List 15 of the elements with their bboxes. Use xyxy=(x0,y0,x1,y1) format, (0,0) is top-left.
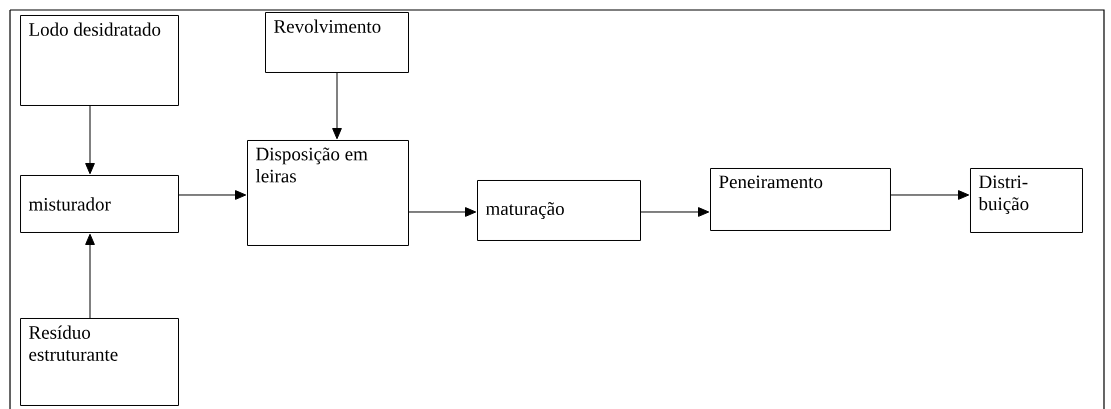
arrow xyxy=(408,207,477,217)
arrow xyxy=(178,190,247,200)
process-box: Lodo desidratado xyxy=(20,15,179,106)
arrow xyxy=(85,233,95,319)
process-box: Distri- buição xyxy=(970,168,1083,233)
arrow xyxy=(890,190,970,200)
arrow xyxy=(85,105,95,175)
process-box: Revolvimento xyxy=(265,12,409,73)
process-box: Resíduo estruturante xyxy=(20,318,179,406)
process-box: Peneiramento xyxy=(710,168,891,231)
arrow xyxy=(640,207,710,217)
process-box: misturador xyxy=(20,175,179,233)
process-box: Disposição em leiras xyxy=(247,140,409,246)
process-box: maturação xyxy=(477,180,641,241)
arrow xyxy=(332,72,342,140)
